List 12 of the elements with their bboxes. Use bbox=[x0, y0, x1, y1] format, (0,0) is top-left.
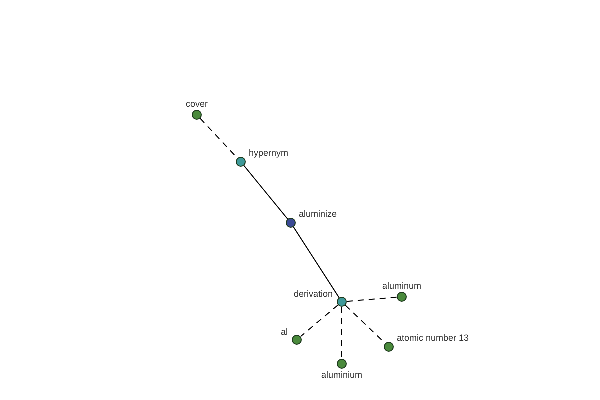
node-label: aluminum bbox=[382, 282, 422, 291]
node-label: atomic number 13 bbox=[397, 334, 470, 343]
connector-line bbox=[300, 304, 339, 338]
node-label: aluminium bbox=[322, 371, 362, 380]
node-label: hypernym bbox=[249, 149, 289, 158]
connector-line bbox=[293, 226, 340, 298]
node-label: aluminize bbox=[299, 210, 338, 219]
node-label: cover bbox=[186, 100, 208, 109]
connector-line bbox=[244, 165, 288, 220]
connector-line bbox=[346, 296, 398, 302]
node-label: derivation bbox=[294, 290, 333, 299]
node-label: al bbox=[280, 328, 288, 337]
